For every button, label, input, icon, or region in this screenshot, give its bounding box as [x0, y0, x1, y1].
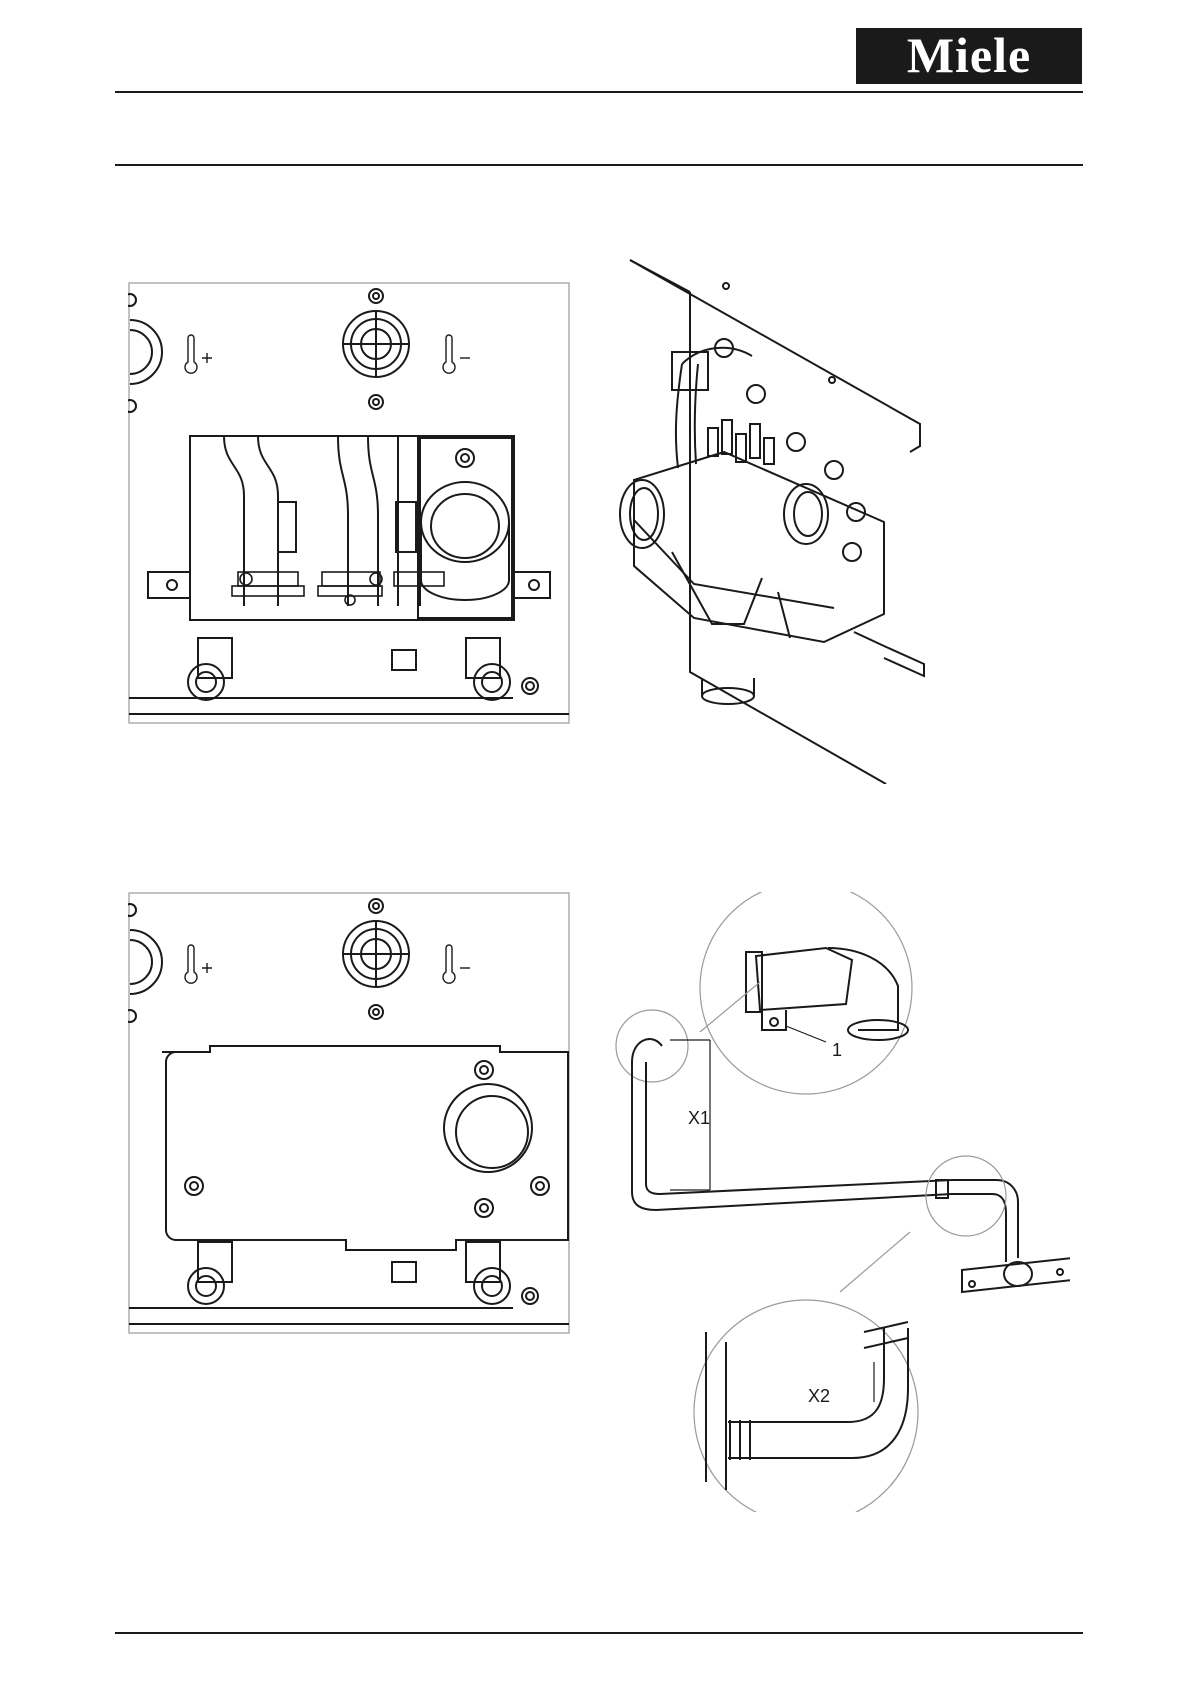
drain-pipe-socket [444, 1084, 532, 1172]
drain-sockets [620, 480, 828, 548]
figure-front-cover-fitted [128, 892, 570, 1334]
left-water-inlet-fitting [128, 904, 162, 1022]
left-water-inlet-fitting [128, 294, 162, 412]
drain-pipe-socket [421, 482, 509, 600]
outlet-wall-plate [962, 1258, 1070, 1292]
rear-mounting-plate [630, 260, 920, 784]
thermometer-plus-icon [185, 335, 212, 373]
thermometer-minus-icon [443, 945, 470, 983]
brand-name: Miele [907, 30, 1031, 80]
dimension-x2-label: X2 [808, 1386, 830, 1406]
center-water-fitting [343, 289, 409, 409]
thermometer-plus-icon [185, 945, 212, 983]
figure-sump-assembly-isometric [610, 252, 1006, 784]
header-rule-bottom [115, 164, 1083, 166]
inlet-pipes [672, 348, 752, 468]
dimension-x1-label: X1 [688, 1108, 710, 1128]
detail-circle-bend: X2 [694, 1300, 918, 1512]
bottom-connection-fittings [188, 1242, 538, 1304]
sump-housing [634, 452, 884, 704]
figure-front-connections-open [128, 282, 570, 724]
center-water-fitting [343, 899, 409, 1019]
thermometer-minus-icon [443, 335, 470, 373]
drain-hose [632, 1039, 1018, 1262]
cover-plate [162, 1046, 568, 1250]
callout-1-label: 1 [832, 1040, 842, 1060]
miele-logo: Miele [856, 28, 1082, 84]
hose-clamps [232, 572, 444, 605]
hose-nozzles [708, 420, 774, 464]
figure-drain-hose-routing: 1 X1 [610, 892, 1070, 1512]
footer-rule [115, 1632, 1083, 1634]
header-rule-top [115, 91, 1083, 93]
detail-circle-clamp: 1 [700, 892, 912, 1094]
bottom-connection-fittings [188, 638, 538, 700]
